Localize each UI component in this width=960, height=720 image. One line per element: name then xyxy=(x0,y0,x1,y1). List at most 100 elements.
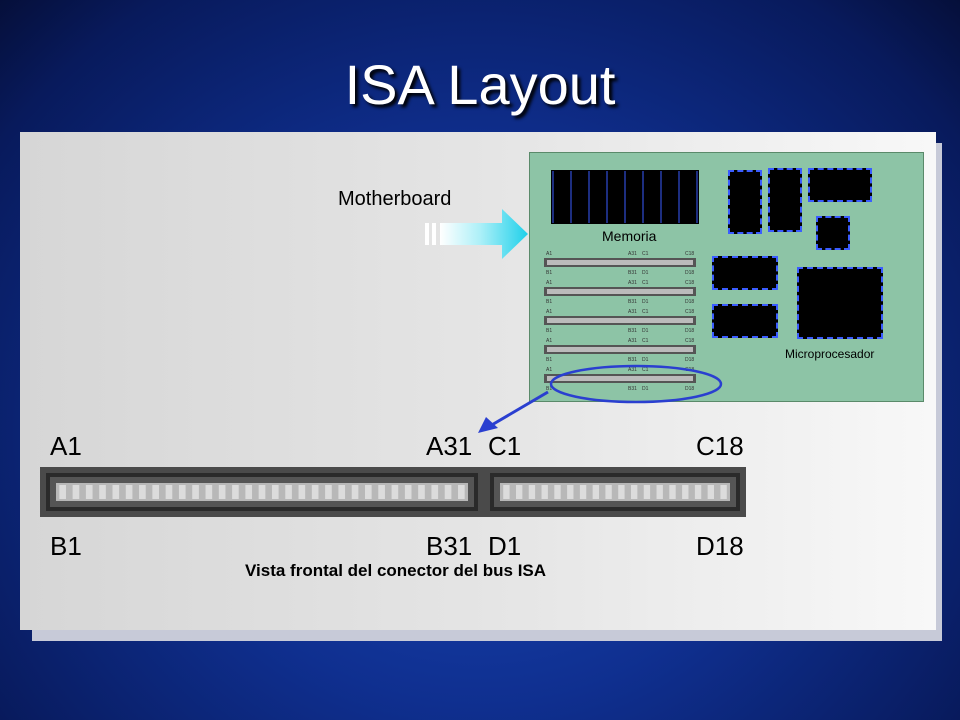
connector-pin xyxy=(643,485,651,499)
connector-pin xyxy=(285,485,292,499)
slot-pin-label: C1 xyxy=(642,338,649,344)
slot-pin-label: D1 xyxy=(642,270,649,276)
connector-pin xyxy=(391,485,399,499)
connector-pin xyxy=(515,485,523,499)
connector-pin xyxy=(431,485,439,499)
connector-pin xyxy=(404,485,412,499)
slot-pin-label: C18 xyxy=(685,309,694,315)
connector-pin xyxy=(205,485,213,499)
slot-pin-label: B31 xyxy=(628,386,637,392)
cpu-chip xyxy=(797,267,883,339)
slot-highlight xyxy=(478,364,723,433)
slot-pin-label: C18 xyxy=(685,280,694,286)
connector-pin xyxy=(258,485,266,499)
pin-label-b31: B31 xyxy=(426,531,472,561)
slot-pin-label: D1 xyxy=(642,328,649,334)
slot-contacts xyxy=(547,376,693,381)
connector-pin xyxy=(458,485,465,499)
connector-pin xyxy=(541,485,548,499)
chip xyxy=(712,304,778,338)
pin-label-d1: D1 xyxy=(488,531,521,561)
connector-pin xyxy=(444,485,452,499)
chip xyxy=(712,256,778,290)
pin-label-c18: C18 xyxy=(696,431,744,461)
connector-pin xyxy=(125,485,133,499)
slot-contacts xyxy=(547,289,693,294)
chip xyxy=(768,168,802,232)
slot-pin-label: C1 xyxy=(642,309,649,315)
connector-pin xyxy=(298,485,306,499)
connector-pin xyxy=(152,485,159,499)
slot-pin-label: A31 xyxy=(628,251,637,257)
slot-pin-label: C1 xyxy=(642,367,649,373)
connector-pin xyxy=(618,485,625,499)
chip xyxy=(816,216,850,250)
slot-pin-label: D18 xyxy=(685,328,694,334)
cpu-label: Microprocesador xyxy=(785,347,875,361)
connector-pin xyxy=(99,485,106,499)
slot-pin-label: B1 xyxy=(546,328,552,334)
slot-pin-label: D1 xyxy=(642,357,649,363)
connector-pin xyxy=(325,485,332,499)
connector-pin xyxy=(165,485,173,499)
connector-pin xyxy=(338,485,346,499)
slot-contacts xyxy=(547,318,693,323)
slot-contacts xyxy=(547,347,693,352)
isa-connector-front-view: A1 A31 C1 C18 B1 B31 D1 D18 xyxy=(40,431,746,561)
connector-pin xyxy=(656,485,663,499)
slot-pin-label: B31 xyxy=(628,299,637,305)
connector-pin xyxy=(139,485,146,499)
connector-pin xyxy=(218,485,226,499)
pin-label-d18: D18 xyxy=(696,531,744,561)
pin-label-c1: C1 xyxy=(488,431,521,461)
motherboard-label: Motherboard xyxy=(338,188,452,210)
connector-pin xyxy=(378,485,385,499)
pin-label-b1: B1 xyxy=(50,531,82,561)
connector-pin xyxy=(592,485,600,499)
slot-pin-label: C1 xyxy=(642,280,649,286)
slot-pin-label: A31 xyxy=(628,280,637,286)
connector-pin xyxy=(59,485,66,499)
connector-pin xyxy=(554,485,561,499)
connector-pin xyxy=(311,485,319,499)
connector-pin xyxy=(707,485,715,499)
pin-label-a1: A1 xyxy=(50,431,82,461)
connector-pin xyxy=(503,485,510,499)
connector-pin xyxy=(112,485,120,499)
connector-pin xyxy=(694,485,702,499)
connector-pin xyxy=(232,485,239,499)
pin-label-a31: A31 xyxy=(426,431,472,461)
slot-pin-label: D18 xyxy=(685,270,694,276)
connector-pin xyxy=(365,485,372,499)
connector-caption: Vista frontal del conector del bus ISA xyxy=(245,561,547,580)
slot-pin-label: D18 xyxy=(685,386,694,392)
connector-pin xyxy=(605,485,612,499)
connector-pin xyxy=(245,485,253,499)
slot-pin-label: D18 xyxy=(685,357,694,363)
slot-pin-label: B1 xyxy=(546,386,552,392)
slot-pin-label: B1 xyxy=(546,299,552,305)
chip xyxy=(728,170,762,234)
connector-pin xyxy=(567,485,574,499)
slot-pin-label: D1 xyxy=(642,299,649,305)
connector-pin xyxy=(178,485,186,499)
slot-pin-label: D1 xyxy=(642,386,649,392)
connector-pin xyxy=(630,485,638,499)
connector-pin xyxy=(418,485,425,499)
slot-pin-label: A1 xyxy=(546,280,552,286)
slot-pin-label: B31 xyxy=(628,270,637,276)
slot-pin-label: A1 xyxy=(546,309,552,315)
connector-pin xyxy=(72,485,80,499)
slot-pin-label: D18 xyxy=(685,299,694,305)
slot-pin-label: A31 xyxy=(628,367,637,373)
slot-pin-label: A31 xyxy=(628,309,637,315)
connector-pin xyxy=(720,485,727,499)
slot-pin-label: A31 xyxy=(628,338,637,344)
motherboard-arrow-icon xyxy=(425,209,528,259)
slot-pin-label: B31 xyxy=(628,328,637,334)
connector-pin xyxy=(682,485,689,499)
slot-pin-label: A1 xyxy=(546,367,552,373)
